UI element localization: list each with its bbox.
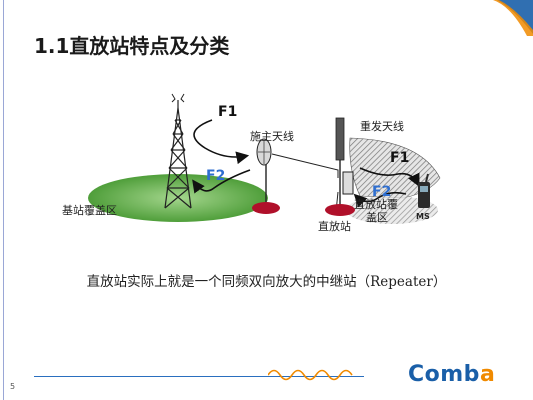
- corner-swoosh-graphic: [493, 0, 533, 36]
- service-antenna-label: 重发天线: [360, 120, 404, 133]
- panel-antenna-icon: [335, 117, 345, 161]
- bts-coverage-label: 基站覆盖区: [62, 204, 117, 217]
- logo-accent: a: [479, 362, 496, 387]
- repeater-coverage-label-1: 直放站覆: [354, 198, 398, 211]
- f2-left-label: F2: [206, 168, 226, 184]
- page-number: 5: [10, 382, 16, 391]
- f1-downlink-arrow: [193, 119, 250, 165]
- dish-antenna-icon: [256, 138, 272, 166]
- repeater-box-icon: [342, 171, 354, 195]
- repeater-label: 直放站: [318, 220, 351, 233]
- f2-service-arrow: [353, 191, 407, 208]
- left-rule: [3, 0, 4, 400]
- repeater-coverage-label-2: 盖区: [366, 211, 388, 224]
- donor-antenna-label: 施主天线: [250, 130, 294, 143]
- f2-uplink-arrow: [192, 169, 251, 194]
- repeater-diagram: F1 F2 F1 F2 施主天线 重发天线 基站覆盖区 直放站覆 盖区 直放站 …: [0, 60, 533, 260]
- donor-base: [252, 202, 280, 214]
- f1-top-label: F1: [218, 104, 238, 120]
- slide-title: 1.1直放站特点及分类: [34, 34, 230, 58]
- footer-rule: [34, 376, 364, 377]
- f1-right-label: F1: [390, 150, 410, 166]
- f1-service-arrow: [359, 167, 420, 187]
- slide-caption: 直放站实际上就是一个同频双向放大的中继站（Repeater）: [86, 274, 447, 290]
- tower-icon: [164, 93, 192, 209]
- comba-logo: Comba: [408, 362, 495, 387]
- ms-label: MS: [416, 212, 430, 221]
- bts-coverage-area: [88, 174, 268, 222]
- diagram-graphics: [88, 93, 441, 224]
- repeater-base: [325, 204, 355, 216]
- f2-right-label: F2: [372, 184, 392, 200]
- mobile-phone-icon: [418, 173, 430, 208]
- signal-wave-graphic: [268, 369, 353, 381]
- logo-main: Comb: [408, 362, 480, 387]
